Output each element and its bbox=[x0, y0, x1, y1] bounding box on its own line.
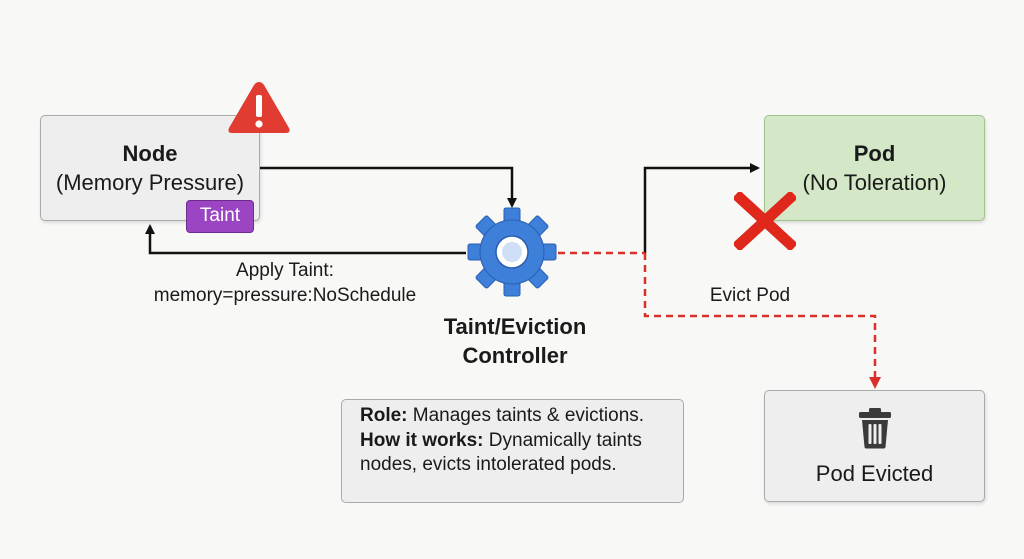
apply-taint-label-line2: memory=pressure:NoSchedule bbox=[153, 285, 417, 306]
how-text-line1: Dynamically taints bbox=[483, 429, 642, 451]
evict-pod-label: Evict Pod bbox=[709, 285, 791, 306]
controller-label: Taint/Eviction Controller bbox=[420, 312, 610, 370]
node-box[interactable]: Node (Memory Pressure) bbox=[40, 115, 260, 221]
x-mark-icon bbox=[734, 192, 796, 250]
trash-icon bbox=[859, 408, 891, 449]
evict-pod-arrow bbox=[643, 253, 881, 389]
controller-to-pod-arrow bbox=[643, 163, 760, 253]
gear-icon bbox=[467, 207, 557, 297]
how-text-line2: nodes, evicts intolerated pods. bbox=[360, 454, 617, 475]
role-line: Role: Manages taints & evictions. bbox=[360, 404, 683, 429]
role-info-box: Role: Manages taints & evictions. How it… bbox=[341, 399, 684, 503]
apply-taint-label-line1: Apply Taint: bbox=[236, 260, 334, 281]
controller-label-line1: Taint/Eviction bbox=[443, 314, 587, 339]
role-text: Manages taints & evictions. bbox=[407, 405, 645, 426]
node-subtitle: (Memory Pressure) bbox=[55, 170, 245, 195]
warning-triangle-icon bbox=[228, 82, 290, 133]
node-to-controller-arrow bbox=[260, 166, 517, 208]
pod-evicted-label: Pod Evicted bbox=[815, 461, 934, 486]
taint-badge: Taint bbox=[186, 200, 254, 233]
controller-label-line2: Controller bbox=[462, 343, 568, 368]
apply-taint-label: Apply Taint: memory=pressure:NoSchedule bbox=[130, 258, 440, 308]
pod-evicted-box[interactable]: Pod Evicted bbox=[764, 390, 985, 502]
how-heading: How it works: bbox=[360, 429, 484, 451]
how-line: How it works: Dynamically taints bbox=[360, 429, 683, 454]
role-heading: Role: bbox=[360, 405, 408, 426]
pod-title: Pod bbox=[853, 141, 896, 166]
pod-box[interactable]: Pod (No Toleration) bbox=[764, 115, 985, 221]
apply-taint-arrow bbox=[145, 224, 466, 255]
node-title: Node bbox=[122, 141, 178, 166]
pod-subtitle: (No Toleration) bbox=[802, 170, 947, 195]
